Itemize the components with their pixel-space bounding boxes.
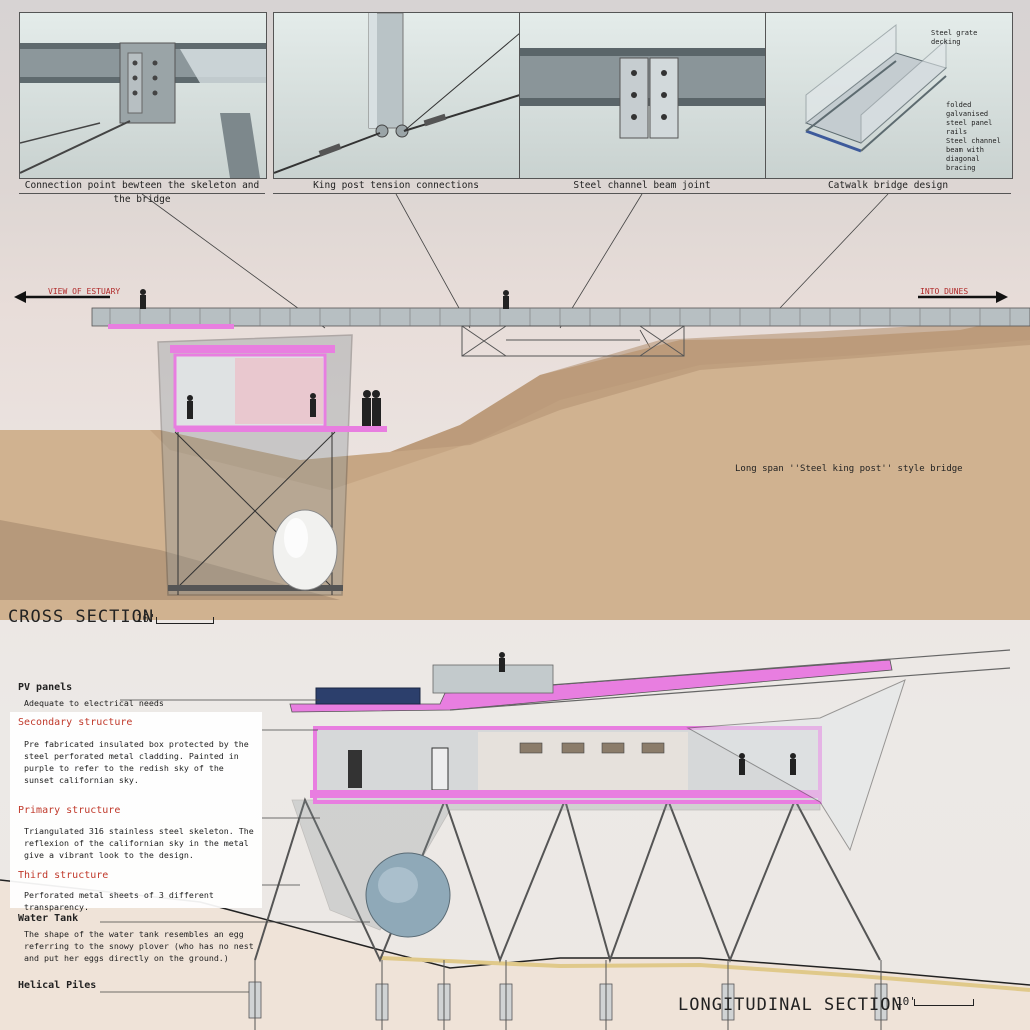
detail-caption-4: Catwalk bridge design xyxy=(765,179,1011,194)
legend-primary-text: Triangulated 316 stainless steel skeleto… xyxy=(24,826,254,860)
legend-pv-title: PV panels xyxy=(18,682,73,693)
bridge-note: Long span ''Steel king post'' style brid… xyxy=(735,464,963,474)
catwalk-label-beam: Steel channel beam with diagonal bracing xyxy=(946,137,1001,172)
longitudinal-section-drawing xyxy=(0,649,1030,1030)
longitudinal-section-scale-bar xyxy=(914,999,974,1006)
king-post-illustration xyxy=(274,13,520,174)
legend-water-text: The shape of the water tank resembles an… xyxy=(24,929,254,963)
arrow-label-view-of-estuary: VIEW OF ESTUARY xyxy=(48,287,121,296)
connection-illustration xyxy=(20,42,266,178)
legend-primary-title: Primary structure xyxy=(18,805,121,816)
detail-king-post-tension xyxy=(273,12,521,179)
catwalk-label-decking: Steel grate decking xyxy=(931,29,978,46)
legend-third-title: Third structure xyxy=(18,870,109,881)
legend-water-title: Water Tank xyxy=(18,913,79,924)
detail-caption-1: Connection point bewteen the skeleton an… xyxy=(19,179,265,205)
cross-section-scale-bar xyxy=(156,617,214,624)
cross-section-title: CROSS SECTION xyxy=(8,607,155,627)
detail-skeleton-bridge-connection xyxy=(19,12,267,179)
arrow-label-into-dunes: INTO DUNES xyxy=(920,287,969,296)
detail-caption-3: Steel channel beam joint xyxy=(519,179,765,194)
beam-joint-illustration xyxy=(520,48,766,139)
longitudinal-section-scale-label: 10' xyxy=(896,995,916,1008)
longitudinal-section-title: LONGITUDINAL SECTION xyxy=(678,995,903,1015)
detail-caption-2: King post tension connections xyxy=(273,179,519,194)
legend-piles-title: Helical Piles xyxy=(18,980,97,991)
cross-section-scale-label: 10' xyxy=(136,612,156,625)
detail-channel-beam-joint xyxy=(519,12,767,179)
legend-third-text: Perforated metal sheets of 3 different t… xyxy=(24,890,214,912)
legend-secondary-text: Pre fabricated insulated box protected b… xyxy=(24,739,249,785)
cross-section-drawing xyxy=(0,193,1030,620)
detail-catwalk-design: Steel grate decking folded galvanised st… xyxy=(765,12,1013,179)
legend-pv-text: Adequate to electrical needs xyxy=(24,698,164,708)
catwalk-label-rails: folded galvanised steel panel rails xyxy=(946,101,993,136)
legend-secondary-title: Secondary structure xyxy=(18,717,133,728)
catwalk-illustration xyxy=(804,23,948,153)
legend-panel xyxy=(10,712,262,908)
